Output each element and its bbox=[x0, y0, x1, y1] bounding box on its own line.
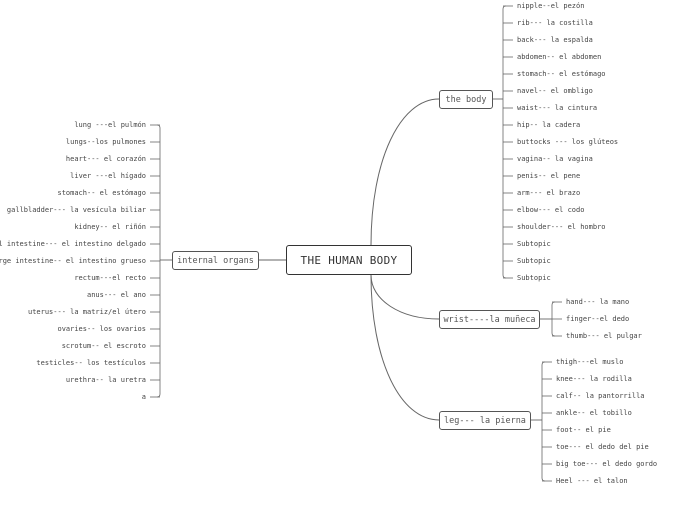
connector bbox=[156, 124, 161, 398]
subtopic-organs-14[interactable]: scrotum-- el escroto bbox=[61, 342, 146, 350]
branch-internal-organs[interactable]: internal organs bbox=[172, 251, 259, 270]
subtopic-wrist-3[interactable]: thumb--- el pulgar bbox=[566, 332, 642, 340]
subtopic-leg-6[interactable]: toe--- el dedo del pie bbox=[556, 443, 649, 451]
subtopic-body-16[interactable]: Subtopic bbox=[517, 257, 551, 265]
subtopic-organs-5[interactable]: stomach-- el estómago bbox=[57, 189, 146, 197]
root-topic[interactable]: THE HUMAN BODY bbox=[286, 245, 412, 275]
subtopic-leg-3[interactable]: calf-- la pantorrilla bbox=[556, 392, 645, 400]
subtopic-body-13[interactable]: elbow--- el codo bbox=[517, 206, 585, 214]
subtopic-wrist-2[interactable]: finger--el dedo bbox=[566, 315, 630, 323]
subtopic-organs-10[interactable]: rectum---el recto bbox=[74, 274, 146, 282]
subtopic-organs-8[interactable]: small intestine--- el intestino delgado bbox=[0, 240, 146, 248]
subtopic-body-11[interactable]: penis-- el pene bbox=[517, 172, 581, 180]
subtopic-leg-5[interactable]: foot-- el pie bbox=[556, 426, 611, 434]
subtopic-body-9[interactable]: buttocks --- los glúteos bbox=[517, 138, 619, 146]
branch-the-body[interactable]: the body bbox=[439, 90, 493, 109]
subtopic-body-8[interactable]: hip-- la cadera bbox=[517, 121, 581, 129]
subtopic-leg-4[interactable]: ankle-- el tobillo bbox=[556, 409, 632, 417]
connector bbox=[541, 361, 546, 482]
subtopic-body-14[interactable]: shoulder--- el hombro bbox=[517, 223, 606, 231]
subtopic-organs-2[interactable]: lungs--los pulmones bbox=[65, 138, 146, 146]
subtopic-body-15[interactable]: Subtopic bbox=[517, 240, 551, 248]
subtopic-organs-3[interactable]: heart--- el corazón bbox=[65, 155, 146, 163]
subtopic-organs-1[interactable]: lung ---el pulmón bbox=[74, 121, 146, 129]
subtopic-organs-16[interactable]: urethra-- la uretra bbox=[65, 376, 146, 384]
subtopic-body-5[interactable]: stomach-- el estómago bbox=[517, 70, 606, 78]
subtopic-body-2[interactable]: rib--- la costilla bbox=[517, 19, 593, 27]
subtopic-organs-4[interactable]: liver ---el hígado bbox=[70, 172, 146, 180]
branch-wrist[interactable]: wrist----la muñeca bbox=[439, 310, 540, 329]
subtopic-organs-12[interactable]: uterus--- la matriz/el útero bbox=[27, 308, 146, 316]
branch-leg[interactable]: leg--- la pierna bbox=[439, 411, 531, 430]
subtopic-body-7[interactable]: waist--- la cintura bbox=[517, 104, 598, 112]
subtopic-body-1[interactable]: nipple--el pezón bbox=[517, 2, 585, 10]
subtopic-body-10[interactable]: vagina-- la vagina bbox=[517, 155, 593, 163]
connector bbox=[370, 274, 440, 421]
connector bbox=[370, 274, 440, 320]
connector bbox=[502, 5, 507, 279]
subtopic-organs-6[interactable]: gallbladder--- la vesícula biliar bbox=[6, 206, 146, 214]
subtopic-leg-7[interactable]: big toe--- el dedo gordo bbox=[556, 460, 658, 468]
subtopic-leg-8[interactable]: Heel --- el talon bbox=[556, 477, 628, 485]
connector bbox=[370, 98, 440, 246]
connector bbox=[551, 301, 556, 337]
subtopic-body-6[interactable]: navel-- el ombligo bbox=[517, 87, 593, 95]
subtopic-organs-17[interactable]: a bbox=[141, 393, 146, 401]
subtopic-body-17[interactable]: Subtopic bbox=[517, 274, 551, 282]
subtopic-organs-7[interactable]: kidney-- el riñón bbox=[74, 223, 146, 231]
subtopic-body-4[interactable]: abdomen-- el abdomen bbox=[517, 53, 602, 61]
subtopic-organs-15[interactable]: testicles-- los testículos bbox=[36, 359, 146, 367]
subtopic-organs-11[interactable]: anus--- el ano bbox=[86, 291, 146, 299]
subtopic-body-12[interactable]: arm--- el brazo bbox=[517, 189, 581, 197]
subtopic-body-3[interactable]: back--- la espalda bbox=[517, 36, 593, 44]
subtopic-wrist-1[interactable]: hand--- la mano bbox=[566, 298, 630, 306]
subtopic-leg-2[interactable]: knee--- la rodilla bbox=[556, 375, 632, 383]
subtopic-organs-9[interactable]: large intestine-- el intestino grueso bbox=[0, 257, 146, 265]
subtopic-leg-1[interactable]: thigh---el muslo bbox=[556, 358, 624, 366]
subtopic-organs-13[interactable]: ovaries-- los ovarios bbox=[57, 325, 146, 333]
